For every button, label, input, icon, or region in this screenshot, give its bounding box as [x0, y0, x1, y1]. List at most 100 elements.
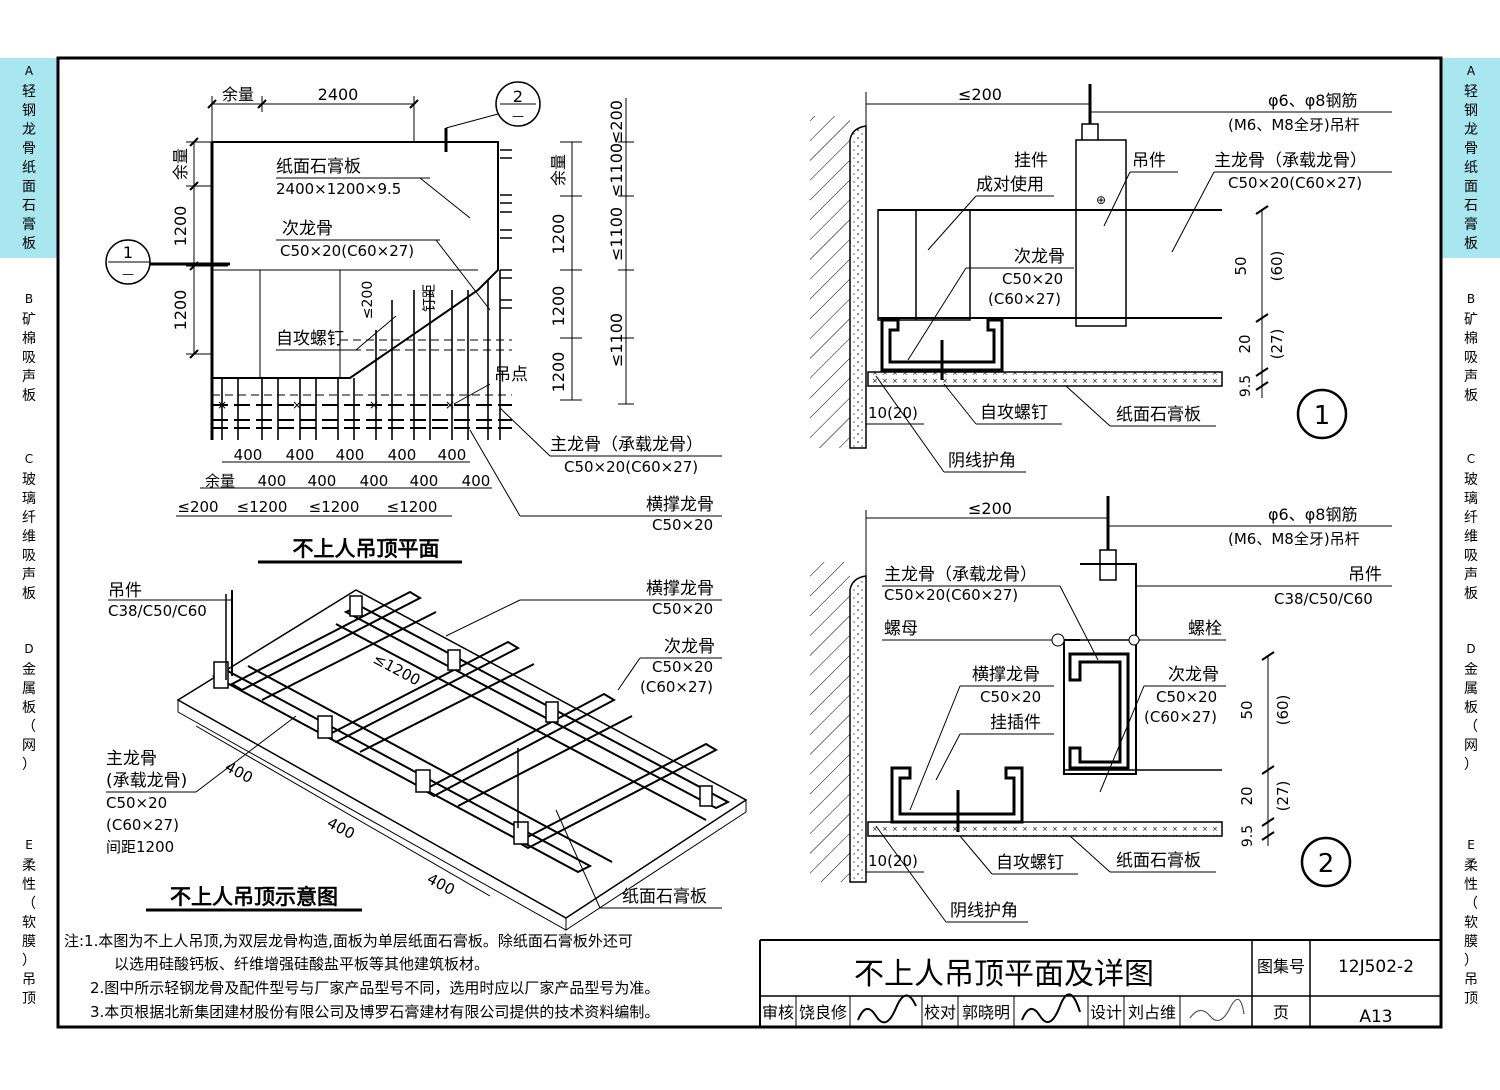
- iso-cross-label: 横撑龙骨: [646, 579, 714, 599]
- section-mark-2-sub: —: [512, 109, 524, 123]
- category-tab-char: 板: [1464, 236, 1478, 252]
- svg-text:×: ×: [445, 398, 455, 412]
- section-mark-1-num: 1: [123, 243, 133, 262]
- category-tab-char: 板: [1464, 388, 1478, 404]
- section-mark-1-sub: —: [122, 267, 134, 281]
- d2-cross-size: C50×20: [980, 688, 1041, 706]
- category-tab-char: 柔: [22, 858, 36, 874]
- d1-secondary-size2: (C60×27): [988, 290, 1061, 308]
- category-tab-char: 棉: [1464, 331, 1478, 347]
- category-tab-char: 声: [22, 567, 36, 583]
- category-tab-char: 声: [1464, 567, 1478, 583]
- iso-spacing-0: 400: [222, 758, 256, 787]
- d1-rod-label: φ6、φ8钢筋: [1268, 91, 1357, 110]
- category-tab-char: 纤: [1464, 510, 1478, 526]
- d2-nut-label: 螺母: [884, 619, 918, 639]
- category-tab-char: 顶: [22, 991, 36, 1007]
- iso-secondary-size2: (C60×27): [640, 678, 713, 696]
- plan-board-size: 2400×1200×9.5: [276, 180, 401, 198]
- plan-bottom-r1-2: 400: [336, 446, 365, 464]
- plan-left-dim-b: 1200: [171, 290, 190, 331]
- category-tab-letter: E: [25, 838, 33, 852]
- d1-number: 1: [1314, 401, 1331, 431]
- d1-secondary-label: 次龙骨: [1014, 247, 1065, 267]
- category-tab-char: 吸: [22, 350, 36, 366]
- d1-board-label: 纸面石膏板: [1116, 404, 1201, 425]
- category-tab-char: 声: [22, 369, 36, 385]
- iso-spacing-1: 400: [324, 814, 358, 843]
- category-tab-char: 纸: [1464, 160, 1478, 176]
- iso-board-label: 纸面石膏板: [622, 886, 707, 907]
- category-tab-char: 钢: [22, 103, 36, 119]
- category-tab-char: 维: [1464, 529, 1478, 545]
- section-mark-2-num: 2: [513, 87, 523, 106]
- d1-dim-95: 9.5: [1238, 375, 1254, 397]
- category-tab-char: 吸: [1464, 548, 1478, 564]
- d2-number-circle: [1300, 836, 1352, 888]
- plan-bottom-r3-2: ≤1200: [309, 498, 360, 516]
- designer-name: 刘占维: [1128, 1003, 1176, 1022]
- iso-title: 不上人吊顶示意图: [170, 885, 338, 909]
- category-tab-char: 璃: [1464, 491, 1478, 507]
- category-tab-char: 纸: [22, 160, 36, 176]
- d2-dim-50: 50: [1238, 700, 1256, 719]
- plan-right-dim-f: ≤1100: [607, 313, 626, 367]
- category-tab-char: 维: [22, 529, 36, 545]
- category-tab-char: ）: [22, 953, 36, 969]
- category-tab-char: 板: [22, 236, 36, 252]
- atlas-label: 图集号: [1257, 957, 1305, 976]
- section-mark-2: [495, 81, 541, 127]
- iso-main-size2: (C60×27): [106, 816, 179, 834]
- detail-1: ≤200 ⊕ 50 (60) 20 (27) 9.5 φ6、φ8钢筋 (M6、M…: [810, 84, 1392, 473]
- review-label: 审核: [762, 1003, 794, 1022]
- category-tab-char: 属: [1464, 681, 1478, 697]
- d2-secondary-label: 次龙骨: [1168, 665, 1219, 685]
- note-line-1: 注:1.本图为不上人吊顶,为双层龙骨构造,面板为单层纸面石膏板。除纸面石膏板外还…: [64, 932, 633, 950]
- svg-text:×: ×: [369, 398, 379, 412]
- category-tab-char: 骨: [1464, 141, 1478, 157]
- note-line-3: 2.图中所示轻钢龙骨及配件型号与厂家产品型号不同，选用时应以厂家产品型号为准。: [90, 979, 660, 997]
- page-number: A13: [1359, 1007, 1392, 1027]
- iso-main-label2: (承载龙骨): [106, 771, 187, 791]
- d1-main-size: C50×20(C60×27): [1228, 174, 1362, 192]
- d2-rod-label: φ6、φ8钢筋: [1268, 505, 1357, 524]
- d2-secondary-size2: (C60×27): [1144, 708, 1217, 726]
- design-label: 设计: [1090, 1003, 1122, 1022]
- category-tab-char: ）: [1464, 953, 1478, 969]
- plan-right-dim-d: ≤1100: [607, 143, 626, 197]
- category-tab-char: 膜: [22, 934, 36, 950]
- d1-corner-label: 阴线护角: [948, 451, 1016, 471]
- plan-right-allowance: 余量: [549, 154, 568, 186]
- category-tab-char: 石: [1464, 198, 1478, 214]
- category-tab-char: （: [22, 896, 36, 912]
- d1-screw-label: 自攻螺钉: [980, 403, 1048, 423]
- plan-screw-label: 自攻螺钉: [276, 329, 344, 349]
- iso-main-size1: C50×20: [106, 794, 167, 812]
- d1-dim-200: ≤200: [958, 85, 1002, 104]
- plan-bottom-r3-3: ≤1200: [387, 498, 438, 516]
- d2-secondary-size1: C50×20: [1156, 688, 1217, 706]
- category-tab-char: 板: [22, 586, 36, 602]
- iso-hanger-label: 吊件: [108, 581, 142, 601]
- reviewer-name: 饶良修: [799, 1003, 847, 1022]
- plan-top-width: 2400: [318, 85, 359, 104]
- plan-main-label: 主龙骨（承载龙骨）: [550, 435, 703, 455]
- category-tab-letter: B: [1466, 292, 1476, 306]
- title-block: 不上人吊顶平面及详图 图集号 12J502-2 页 A13 审核 饶良修 校对 …: [760, 940, 1441, 1027]
- category-tab-char: 轻: [22, 84, 36, 100]
- d2-screw-label: 自攻螺钉: [996, 853, 1064, 873]
- category-tab-char: 棉: [22, 331, 36, 347]
- category-tab-char: 板: [1464, 586, 1478, 602]
- category-tab-char: 金: [1464, 662, 1478, 678]
